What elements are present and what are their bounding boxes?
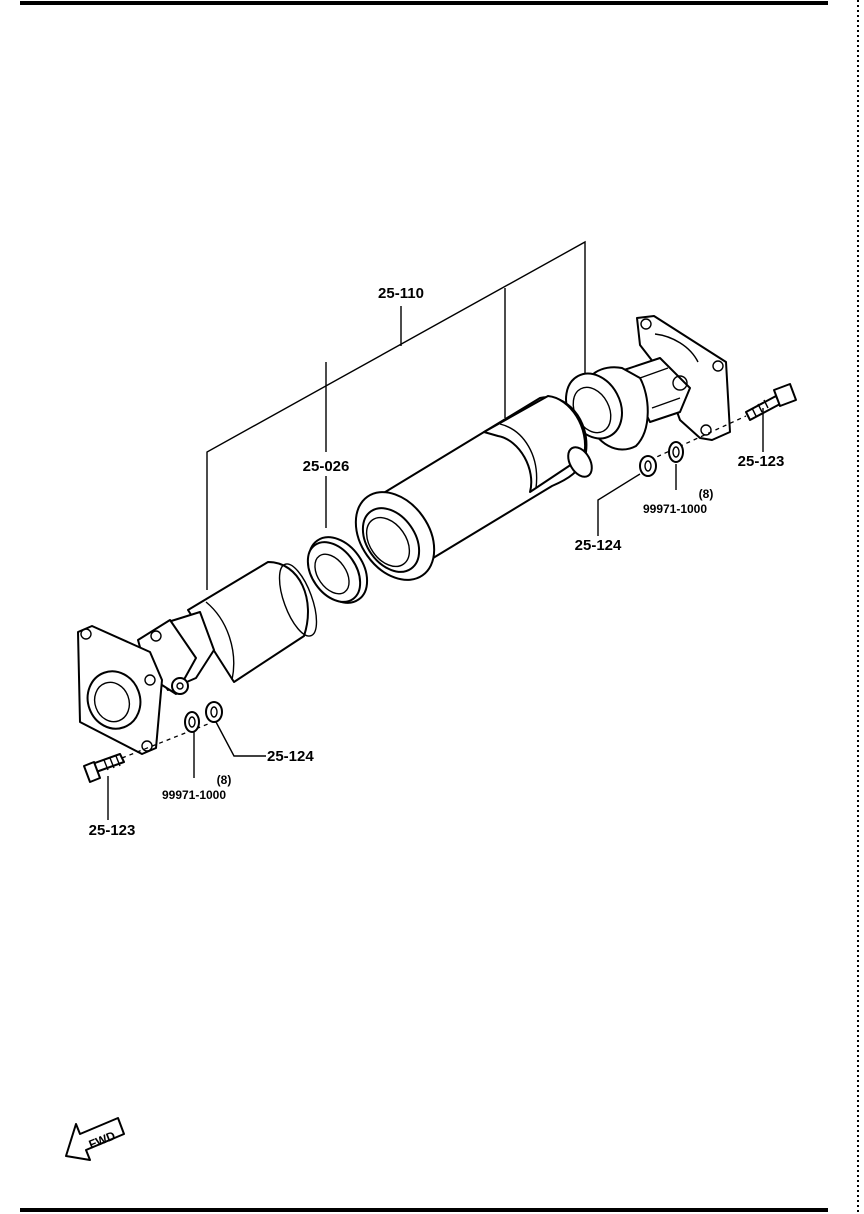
label-washer-rear-part: 99971-1000 [643,502,707,516]
front-nut [205,701,223,723]
label-bolt-rear: 25-123 [738,453,785,470]
center-seal [306,536,369,604]
shaft-assembly-bracket [206,240,586,590]
label-center-seal: 25-026 [303,458,350,475]
rear-nut-leader [597,473,641,536]
label-washer-rear-qty: (8) [699,487,714,501]
front-bolt [83,753,125,783]
label-washer-front-qty: (8) [217,773,232,787]
label-washer-front-part: 99971-1000 [162,788,226,802]
rear-axis-line [649,415,747,461]
label-bolt-front: 25-123 [89,822,136,839]
front-nut-leader [215,721,266,757]
rear-washer [668,441,684,463]
fwd-arrow-icon: FWD [65,1117,125,1161]
front-flange-yoke [77,611,215,755]
rear-bolt [745,383,797,421]
front-stub-shaft [187,561,318,683]
rear-nut [639,455,657,477]
front-washer [184,711,200,733]
label-nut-rear: 25-124 [575,537,622,554]
rear-flange-yoke [623,315,731,441]
label-nut-front: 25-124 [267,748,314,765]
label-shaft-assembly: 25-110 [378,285,424,302]
shaft-tube [354,395,593,581]
